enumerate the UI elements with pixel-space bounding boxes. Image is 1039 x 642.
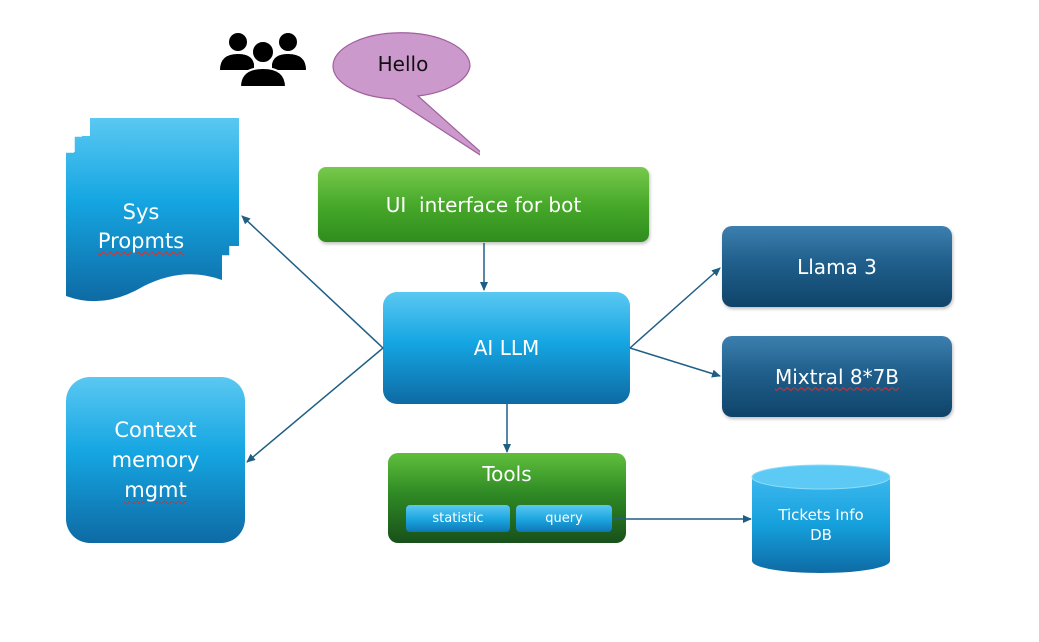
context-line1: Context (114, 418, 197, 442)
context-line3: mgmt (124, 478, 187, 502)
context-line2: memory (111, 448, 200, 472)
ai-llm-label: AI LLM (473, 336, 540, 360)
sys-prompts-document-shape (66, 118, 239, 302)
edge-llm-to-context (246, 347, 384, 463)
llama-node: Llama 3 (722, 226, 952, 307)
tool-query: query (516, 505, 612, 532)
speech-bubble-text: Hello (377, 52, 429, 76)
mixtral-node: Mixtral 8*7B (722, 336, 952, 417)
edge-llm-to-llama (629, 267, 721, 349)
db-line2: DB (810, 526, 832, 544)
tickets-db-label: Tickets Info DB (752, 505, 890, 545)
db-line1: Tickets Info (778, 506, 864, 524)
ai-llm-node: AI LLM (383, 292, 630, 404)
tool-query-label: query (545, 511, 583, 526)
context-memory-node: Context memory mgmt (66, 377, 245, 543)
speech-bubble (332, 32, 480, 156)
tool-statistic: statistic (406, 505, 510, 532)
users-group-icon (220, 33, 306, 88)
mixtral-label: Mixtral 8*7B (774, 364, 900, 389)
sys-prompts-line2: Propmts (97, 229, 185, 253)
ui-interface-label: UI interface for bot (385, 192, 582, 217)
edge-llm-to-mixtral (629, 347, 721, 378)
tools-node: Tools statistic query (388, 453, 626, 543)
tickets-db-cylinder (751, 464, 891, 573)
tools-label: Tools (482, 462, 532, 486)
sys-prompts-label: Sys Propmts (66, 198, 216, 256)
tool-statistic-label: statistic (432, 511, 484, 526)
ui-interface-node: UI interface for bot (318, 167, 649, 242)
sys-prompts-line1: Sys (122, 200, 160, 224)
llama-label: Llama 3 (797, 254, 877, 279)
